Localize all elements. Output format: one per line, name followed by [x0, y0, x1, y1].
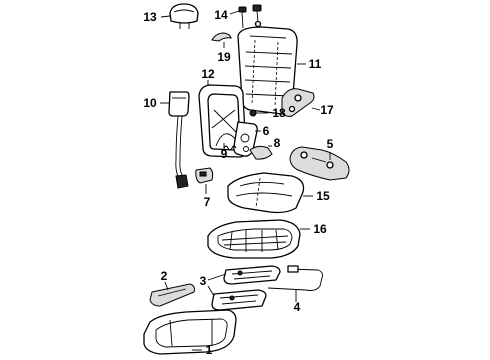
part-base-riser [143, 309, 237, 355]
callout-12: 12 [201, 67, 215, 81]
part-seat-cushion [227, 172, 305, 214]
leader-14 [229, 10, 240, 15]
part-recliner [233, 121, 258, 157]
part-cover-panel [149, 283, 195, 307]
part-belt-retractor [168, 91, 190, 189]
callout-13: 13 [143, 10, 157, 24]
part-torque-rod [267, 265, 323, 291]
part-headrest-guides [238, 4, 262, 29]
callout-10: 10 [143, 96, 157, 110]
part-seat-switch [195, 167, 214, 184]
part-adjuster-tracks [211, 265, 281, 311]
callout-14: 14 [214, 8, 228, 22]
callout-1: 1 [206, 343, 213, 357]
callout-5: 5 [327, 137, 334, 151]
callout-19: 19 [217, 50, 231, 64]
part-side-panel [289, 146, 350, 181]
part-trim-clip [211, 32, 232, 42]
leader-13 [160, 15, 171, 18]
callout-11: 11 [309, 57, 322, 71]
callout-7: 7 [204, 195, 211, 209]
callout-18: 18 [272, 106, 286, 120]
part-side-shield [281, 88, 315, 117]
callout-2: 2 [161, 269, 168, 283]
callout-17: 17 [320, 103, 334, 117]
leader-2 [164, 281, 169, 291]
part-bolt-18 [249, 109, 263, 117]
part-headrest [169, 3, 199, 29]
part-recliner-handle [249, 145, 273, 160]
leader-3a [207, 273, 227, 281]
callout-15: 15 [316, 189, 330, 203]
leader-17 [311, 107, 321, 111]
callout-8: 8 [274, 136, 281, 150]
callout-4: 4 [294, 300, 301, 314]
callout-3: 3 [200, 274, 207, 288]
callout-16: 16 [313, 222, 327, 236]
part-seat-pan [207, 219, 301, 259]
leader-3b [207, 285, 215, 297]
part-spring [223, 145, 237, 151]
callout-9: 9 [221, 147, 228, 161]
callout-6: 6 [263, 124, 270, 138]
